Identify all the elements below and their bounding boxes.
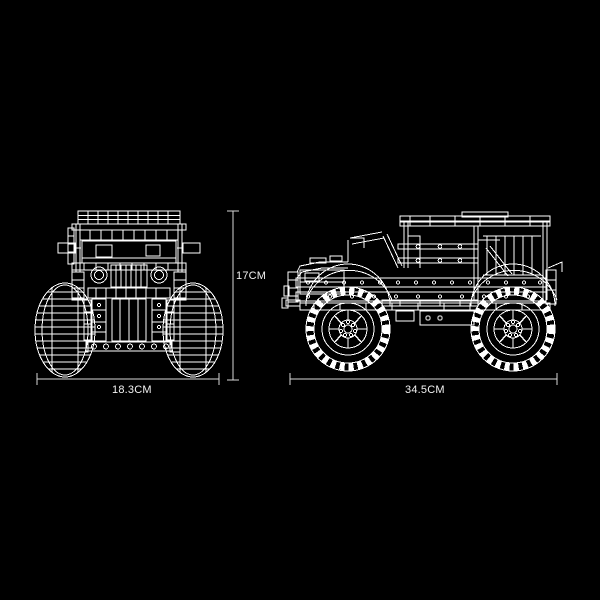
height-dimension-label: 17CM — [236, 270, 267, 282]
side-front-wheel-arch — [305, 263, 393, 307]
front-mirrors — [57, 242, 201, 254]
side-roof-rack — [399, 211, 551, 227]
front-headlight-left — [90, 266, 108, 284]
side-wheel-front — [305, 286, 391, 372]
side-front-bumper — [281, 297, 301, 309]
front-view-dimension-lines — [36, 210, 239, 385]
front-headlight-right — [150, 266, 168, 284]
side-rocker-step — [381, 299, 479, 307]
front-lower-panel — [111, 298, 147, 342]
side-cabin-beams — [397, 243, 479, 264]
side-view-dimension-lines — [289, 373, 558, 385]
length-dimension-line — [289, 373, 558, 385]
front-hood — [71, 262, 187, 271]
front-tire-left — [34, 282, 96, 378]
width-dimension-line — [36, 373, 220, 385]
width-dimension-label: 18.3CM — [112, 384, 152, 396]
front-bumper — [87, 287, 171, 299]
side-rear-wheel-arch — [470, 263, 558, 307]
front-view-group — [34, 210, 224, 378]
front-roof-light-bar — [77, 210, 181, 225]
side-front-nose — [283, 271, 299, 303]
length-dimension-label: 34.5CM — [405, 384, 445, 396]
side-view-group — [281, 211, 563, 372]
front-grille — [110, 264, 148, 288]
side-windshield — [347, 231, 385, 262]
side-cargo-slats — [483, 235, 541, 276]
height-dimension-line — [227, 210, 239, 381]
side-door — [299, 269, 345, 295]
front-tire-right — [162, 282, 224, 378]
front-suspension-detail — [83, 299, 175, 341]
side-wheel-rear — [470, 286, 556, 372]
front-snorkel — [67, 227, 75, 265]
side-rear-body — [545, 261, 563, 305]
